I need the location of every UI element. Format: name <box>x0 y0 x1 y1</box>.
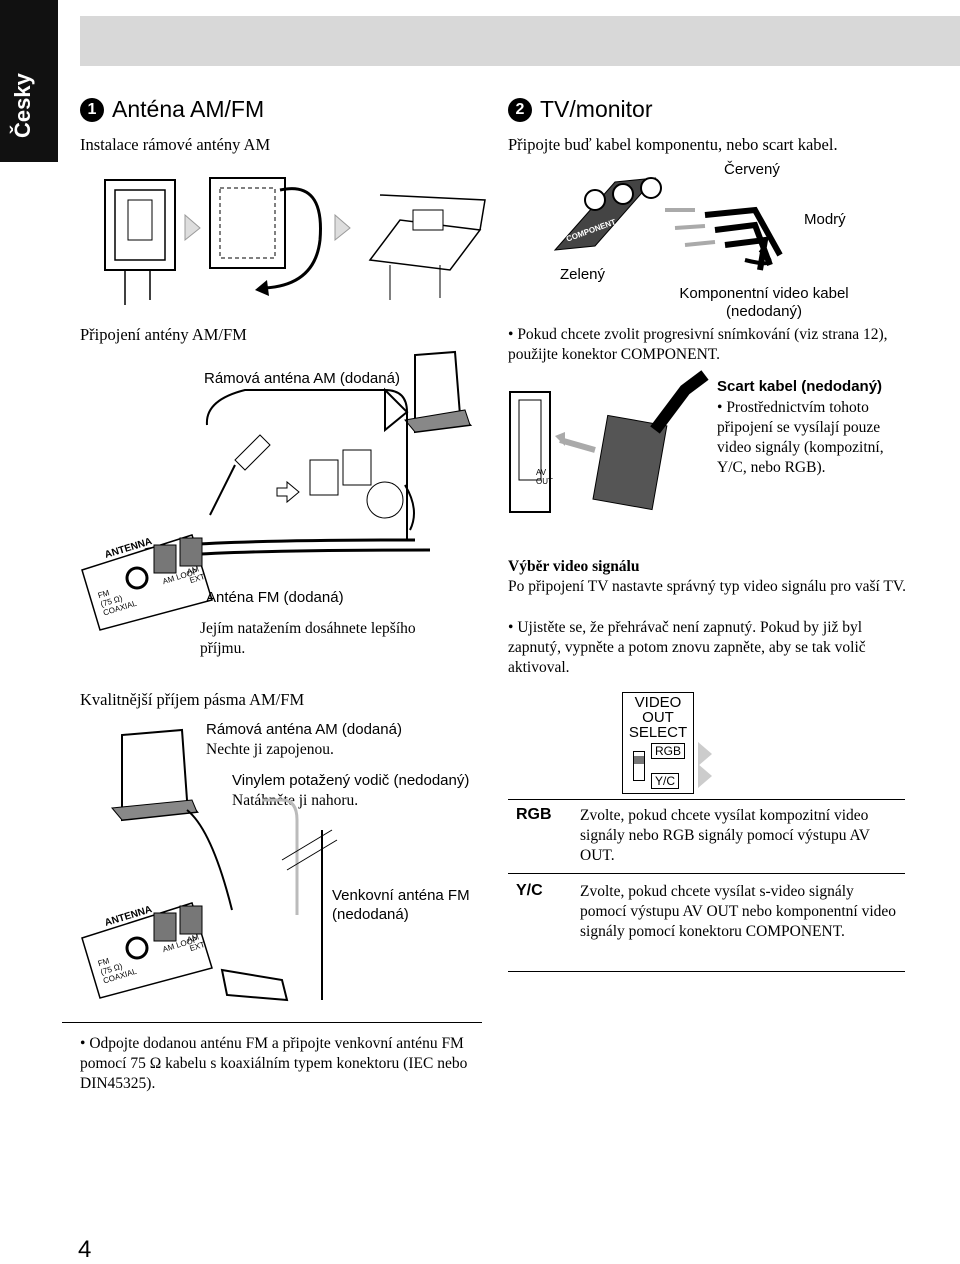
footer-bullet: Odpojte dodanou anténu FM a připojte ven… <box>80 1034 485 1094</box>
language-tab: Česky <box>0 0 58 162</box>
antenna-panel-2: ANTENNA FM(75 Ω)COAXIAL AM LOOP AM EXT <box>81 888 213 999</box>
green-label: Zelený <box>560 266 606 283</box>
language-label: Česky <box>10 73 35 138</box>
scart-illustration <box>509 370 709 513</box>
better-reception-heading: Kvalitnější příjem pásma AM/FM <box>80 690 305 709</box>
frame-antenna-note-2: Nechte ji zapojenou. <box>206 741 334 758</box>
fm-antenna-label: Anténa FM (dodaná) <box>206 589 344 606</box>
table-key-yc: Y/C <box>516 882 543 899</box>
selector-line-3: SELECT <box>628 724 688 741</box>
section-number-icon-2: 2 <box>508 98 532 122</box>
tv-intro: Připojte buď kabel komponentu, nebo scar… <box>508 135 838 154</box>
video-out-select-switch[interactable]: VIDEO OUT SELECT RGB Y/C <box>622 692 694 794</box>
section-number-icon: 1 <box>80 98 104 122</box>
av-out-text: AV OUT <box>536 468 553 486</box>
table-desc-rgb: Zvolte, pokud chcete vysílat kompozitní … <box>580 807 870 864</box>
frame-antenna-label-2: Rámová anténa AM (dodaná) <box>206 721 402 738</box>
outdoor-antenna-label: Venkovní anténa FM (nedodaná) <box>332 887 470 923</box>
vinyl-wire-label: Vinylem potažený vodič (nedodaný) <box>232 772 470 789</box>
vinyl-wire-note: Natáhněte ji nahoru. <box>232 792 359 809</box>
blue-label: Modrý <box>804 211 846 228</box>
connect-heading: Připojení antény AM/FM <box>80 325 247 344</box>
selector-yc-option: Y/C <box>651 773 680 789</box>
selector-line-1: VIDEO <box>634 694 682 711</box>
scart-label: Scart kabel (nedodaný) <box>717 378 883 395</box>
selector-rgb-option: RGB <box>651 743 686 759</box>
better-reception-illustration <box>111 728 338 1002</box>
selector-slider[interactable] <box>633 751 645 781</box>
am-fm-connection-illustration <box>144 350 473 562</box>
footer-rule <box>62 1022 482 1023</box>
page-number: 4 <box>78 1236 92 1263</box>
table-mid-rule <box>508 873 905 874</box>
double-arrow-icon <box>698 742 712 788</box>
red-label: Červený <box>724 161 780 178</box>
table-desc-yc: Zvolte, pokud chcete vysílat s-video sig… <box>580 883 897 940</box>
video-signal-heading: Výběr video signálu <box>508 558 640 575</box>
install-heading: Instalace rámové antény AM <box>80 135 271 154</box>
table-key-rgb: RGB <box>516 806 552 823</box>
fm-antenna-note: Jejím natažením dosáhnete lepšího příjmu… <box>200 620 416 657</box>
table-bottom-rule <box>508 971 905 972</box>
antenna-panel-1: ANTENNA FM(75 Ω)COAXIAL AM LOOP AM EXT <box>81 520 213 631</box>
video-signal-bullet: Ujistěte se, že přehrávač není zapnutý. … <box>508 618 903 678</box>
selector-line-2: OUT <box>642 709 674 726</box>
table-top-rule <box>508 799 905 800</box>
video-signal-text: Po připojení TV nastavte správný typ vid… <box>508 578 906 595</box>
component-cable-label: Komponentní video kabel (nedodaný) <box>679 285 849 320</box>
header-bar <box>80 16 960 66</box>
component-connector-illustration <box>553 177 783 271</box>
frame-antenna-label: Rámová anténa AM (dodaná) <box>204 370 400 387</box>
progressive-bullet: Pokud chcete zvolit progresivní snímková… <box>508 325 908 365</box>
scart-bullet: Prostřednictvím tohoto připojení se vysí… <box>717 398 897 478</box>
am-antenna-install-illustration <box>104 177 486 305</box>
